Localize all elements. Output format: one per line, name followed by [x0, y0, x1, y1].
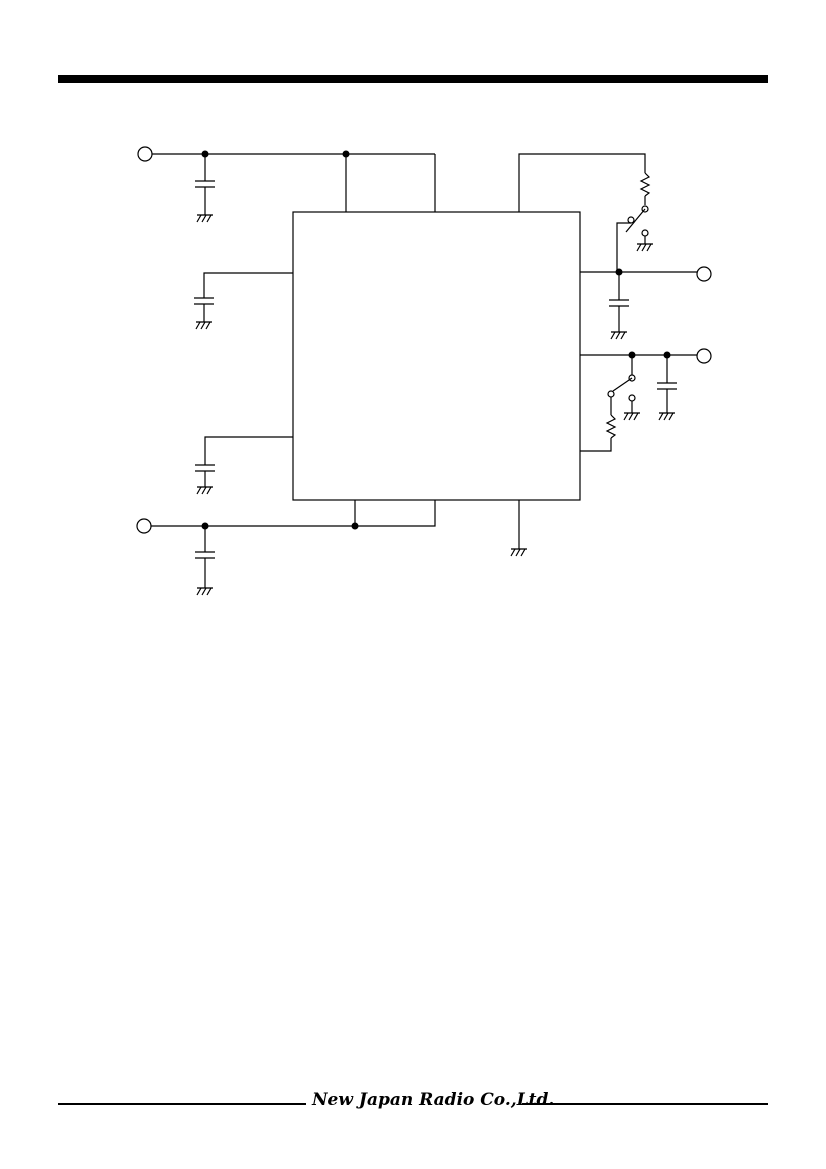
footer-rule-right [522, 1103, 768, 1105]
ic-block [292, 211, 581, 501]
switch-icon [625, 208, 646, 233]
terminal-icon [136, 518, 152, 534]
resistor-icon [639, 172, 651, 197]
junction-dot-icon [201, 150, 671, 530]
terminal-icon [696, 348, 712, 364]
header-rule [58, 75, 768, 83]
circuit-schematic [136, 146, 712, 596]
terminal-icon [696, 266, 712, 282]
company-logo-text: New Japan Radio Co.,Ltd. [312, 1090, 555, 1110]
switch-icon [612, 377, 633, 392]
footer-rule-left [58, 1103, 306, 1105]
resistor-icon [605, 414, 617, 439]
terminal-icon [137, 146, 153, 162]
